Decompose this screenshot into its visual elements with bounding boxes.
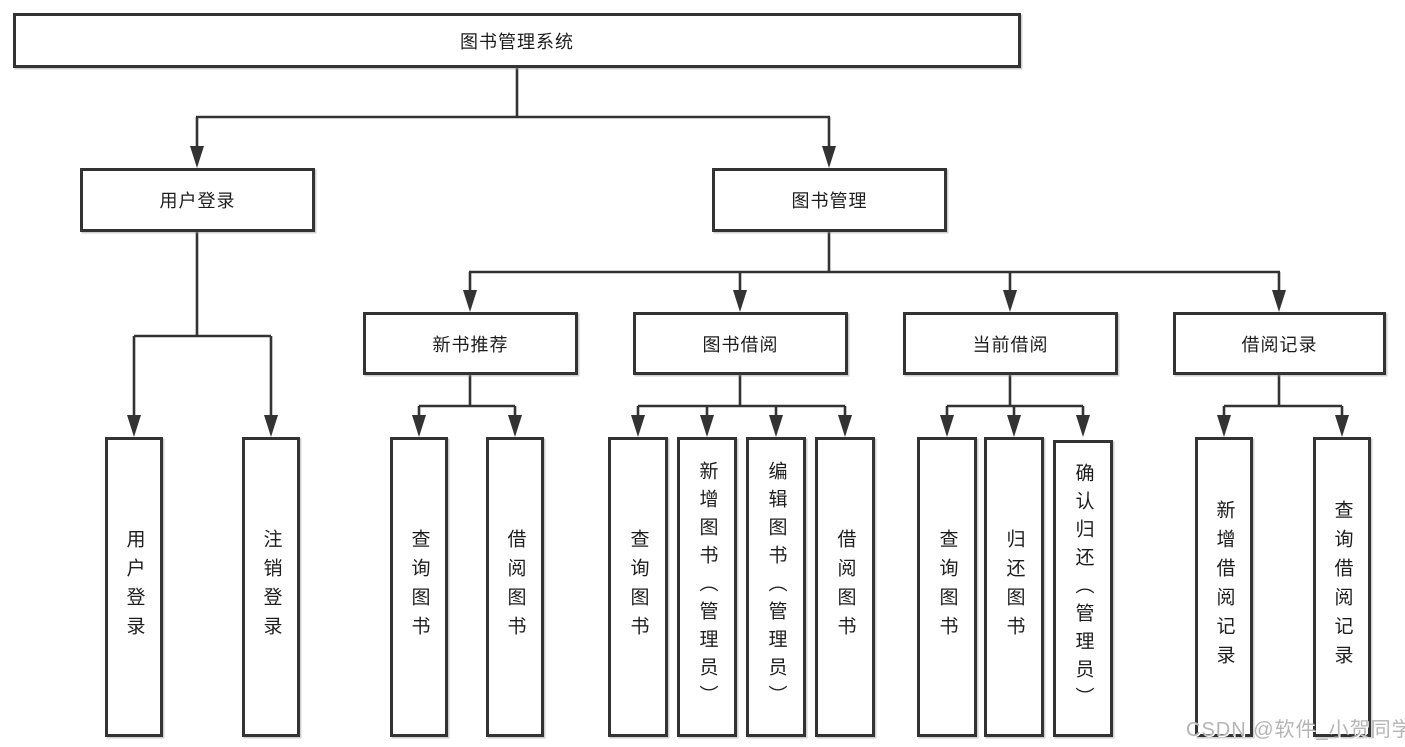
node-current-borrowing: 当前借阅 [903,312,1118,375]
node-add-borrow-record: 新增借阅记录 [1195,437,1253,737]
node-confirm-return-admin: 确认归还（管理员） [1053,440,1113,737]
node-borrow-books-leaf: 借阅图书 [815,437,875,737]
node-book-management-branch: 图书管理 [712,168,947,232]
node-user-login-leaf: 用户登录 [105,437,163,737]
node-new-book-recommendation: 新书推荐 [363,312,578,375]
node-user-login-branch: 用户登录 [80,168,315,232]
node-add-books-admin: 新增图书（管理员） [677,437,737,737]
arrowheads [127,146,1349,437]
node-return-books: 归还图书 [984,437,1044,737]
csdn-watermark: CSDN @软件_小贺同学 [1186,719,1405,741]
node-borrow-books-recommend: 借阅图书 [486,437,544,737]
node-edit-books-admin: 编辑图书（管理员） [746,437,806,737]
node-query-books-borrowing: 查询图书 [608,437,668,737]
node-book-borrowing: 图书借阅 [633,312,848,375]
node-logout-leaf: 注销登录 [242,437,300,737]
node-library-management-system: 图书管理系统 [13,13,1021,68]
node-query-borrow-record: 查询借阅记录 [1313,437,1371,737]
node-borrowing-records: 借阅记录 [1173,312,1386,375]
node-query-books-current: 查询图书 [917,437,977,737]
node-query-books-recommend: 查询图书 [390,437,448,737]
